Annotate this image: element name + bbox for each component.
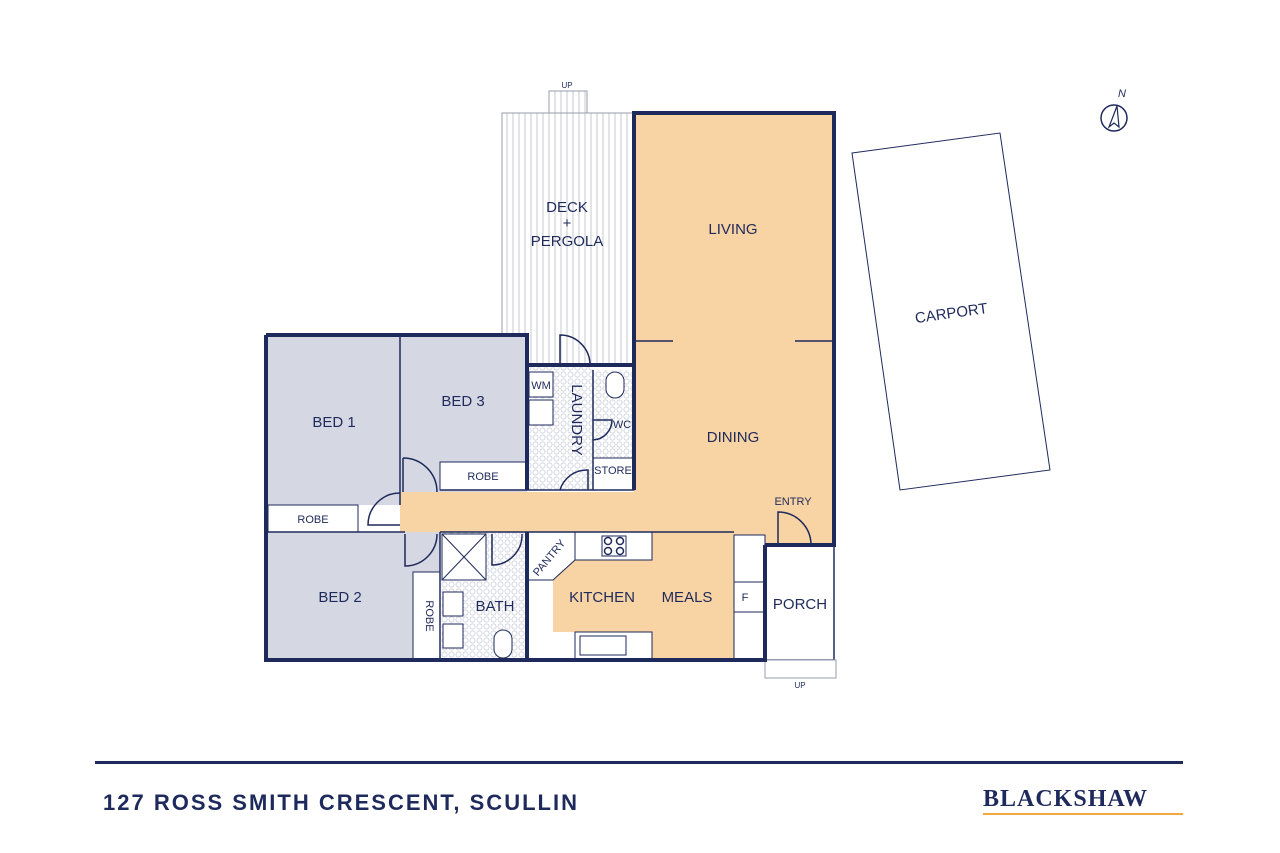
porch-area [764,544,835,661]
hallway [400,492,640,532]
door-entry[interactable] [777,511,812,546]
brand-logo-underline [983,813,1183,815]
wc-toilet [605,371,625,399]
bed2-label: BED 2 [318,589,361,606]
robe-bed2-label: ROBE [423,600,435,631]
washing-machine [528,371,554,398]
door-bed1[interactable] [367,492,401,526]
fridge [733,581,766,613]
north-arrow-icon [1100,104,1128,132]
wm-label: WM [531,380,551,392]
cooktop-icon [601,535,627,557]
door-laundry-hall[interactable] [559,469,589,491]
living-label: LIVING [708,221,757,238]
meals-label: MEALS [662,589,713,606]
vanity-basin-1 [442,591,464,617]
carport-area [851,132,1051,491]
robe-bed3-label: ROBE [467,471,498,483]
bed1-area [266,335,400,505]
laundry-tub [528,399,554,426]
door-bed2[interactable] [404,533,438,567]
living-dining-area [634,113,834,545]
kitchen-meals-area [527,530,765,660]
deck-stairs [548,90,588,114]
robe-bed1-label: ROBE [297,514,328,526]
bed1-label: BED 1 [312,414,355,431]
fridge-label: F [742,592,749,604]
door-bath[interactable] [491,533,523,566]
footer-divider [95,761,1183,764]
north-label: N [1118,88,1126,100]
porch-stairs-label: UP [794,681,805,690]
bed3-label: BED 3 [441,393,484,410]
brand-logo: BLACKSHAW [983,786,1149,812]
deck-stairs-label: UP [561,81,572,90]
bed2-area [266,532,440,660]
deck-label-2: + [563,215,572,232]
property-address: 127 ROSS SMITH CRESCENT, SCULLIN [103,790,579,815]
porch-stairs [764,659,837,679]
kitchen-label: KITCHEN [569,589,635,606]
door-wc[interactable] [592,419,613,441]
deck-label-3: PERGOLA [531,233,604,250]
door-bed3[interactable] [402,457,438,493]
bath-toilet [493,629,513,659]
store-label: STORE [594,465,632,477]
deck-label-1: DECK [546,199,588,216]
entry-label: ENTRY [774,496,812,508]
door-laundry[interactable] [559,334,591,366]
bath-label: BATH [476,598,515,615]
wc-label: WC [613,419,631,431]
vanity-basin-2 [442,623,464,649]
dining-label: DINING [707,429,760,446]
laundry-label: LAUNDRY [568,384,585,455]
deck-area [501,112,635,366]
porch-label: PORCH [773,596,827,613]
sink-icon [579,635,627,656]
